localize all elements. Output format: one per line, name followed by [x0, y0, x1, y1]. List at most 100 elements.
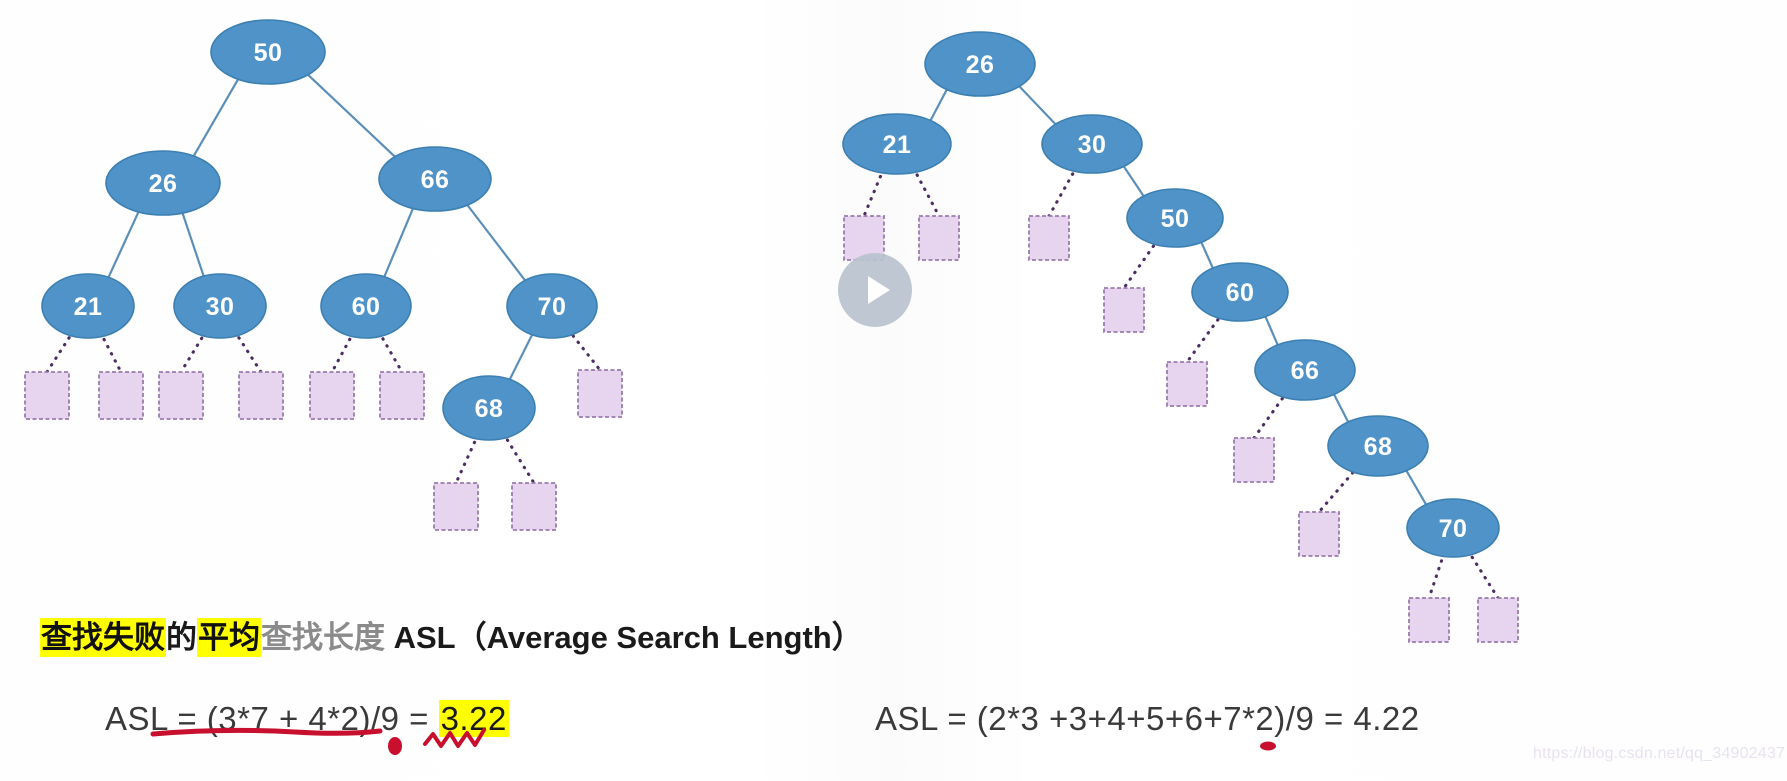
left-node-60[interactable]: 60	[320, 273, 412, 339]
left-dotted-edge-f4	[233, 329, 263, 374]
left-failure-node	[24, 371, 70, 420]
right-node-label-68: 68	[1364, 433, 1393, 461]
left-node-66[interactable]: 66	[378, 146, 492, 212]
left-node-label-60: 60	[352, 293, 381, 321]
left-edge-n66-n60	[382, 204, 416, 280]
left-edge-n50-n66	[302, 69, 400, 162]
left-failure-node	[577, 369, 623, 418]
left-dotted-edge-f3	[179, 329, 208, 374]
right-edge-m50-m60	[1198, 237, 1216, 272]
right-dotted-edge-g9	[1466, 548, 1500, 600]
left-edge-n70-n68	[507, 330, 535, 383]
right-node-label-66: 66	[1291, 357, 1320, 385]
left-dotted-edge-f9	[501, 431, 536, 485]
left-node-26[interactable]: 26	[105, 150, 221, 216]
caption-seg-0: 查找失败	[40, 618, 166, 657]
right-asl-formula: ASL = (2*3 +3+4+5+6+7*2)/9 = 4.22	[875, 700, 1420, 738]
right-node-66[interactable]: 66	[1254, 339, 1356, 401]
right-node-50[interactable]: 50	[1126, 188, 1224, 248]
left-node-68[interactable]: 68	[442, 375, 536, 441]
video-play-button[interactable]	[838, 253, 912, 327]
left-failure-node	[511, 482, 557, 531]
right-dotted-edge-g3	[1047, 165, 1079, 218]
left-node-70[interactable]: 70	[506, 273, 598, 339]
left-failure-node	[433, 482, 479, 531]
right-node-26[interactable]: 26	[924, 31, 1036, 97]
right-asl-expression: ASL = (2*3 +3+4+5+6+7*2)/9 =	[875, 700, 1354, 737]
right-failure-node	[1166, 361, 1208, 407]
right-node-70[interactable]: 70	[1406, 498, 1500, 558]
right-edge-m60-m66	[1262, 312, 1280, 349]
right-node-shape-68	[1327, 415, 1429, 477]
left-dotted-edge-f7	[566, 328, 602, 372]
left-node-label-50: 50	[254, 39, 283, 67]
left-node-shape-26	[105, 150, 221, 216]
right-failure-node	[1408, 597, 1450, 643]
right-dotted-edge-g4	[1122, 238, 1160, 290]
left-asl-formula: ASL = (3*7 + 4*2)/9 = 3.22	[105, 700, 509, 738]
right-node-label-50: 50	[1161, 205, 1190, 233]
caption-seg-4: ASL（Average Search Length）	[385, 620, 863, 655]
left-asl-expression: ASL = (3*7 + 4*2)/9 =	[105, 700, 439, 737]
right-edge-m66-m68	[1330, 389, 1351, 426]
right-edge-m26-m30	[1013, 80, 1060, 129]
right-failure-node	[843, 215, 885, 261]
left-edge-n50-n26	[191, 74, 242, 160]
left-node-shape-50	[210, 19, 326, 85]
left-node-shape-68	[442, 375, 536, 441]
source-watermark: https://blog.csdn.net/qq_34902437	[1533, 745, 1786, 762]
left-dotted-edge-f2	[98, 330, 123, 374]
left-node-50[interactable]: 50	[210, 19, 326, 85]
right-edge-m68-m70	[1403, 465, 1429, 509]
left-dotted-edge-f8	[454, 433, 480, 485]
right-dotted-edge-g6	[1252, 390, 1289, 440]
left-node-label-21: 21	[74, 293, 103, 321]
right-failure-node	[1298, 511, 1340, 557]
caption-seg-1: 的	[166, 620, 197, 655]
right-node-label-30: 30	[1078, 131, 1107, 159]
right-failure-node	[1028, 215, 1070, 261]
left-node-label-30: 30	[206, 293, 235, 321]
right-edge-m26-m21	[927, 83, 951, 125]
right-node-shape-26	[924, 31, 1036, 97]
right-node-30[interactable]: 30	[1041, 114, 1143, 174]
right-failure-node	[1103, 287, 1145, 333]
left-node-shape-30	[173, 273, 267, 339]
left-node-30[interactable]: 30	[173, 273, 267, 339]
right-failure-node	[1477, 597, 1519, 643]
right-node-68[interactable]: 68	[1327, 415, 1429, 477]
right-dotted-edge-g1	[862, 167, 886, 218]
left-node-label-26: 26	[149, 170, 178, 198]
right-node-shape-60	[1191, 262, 1289, 322]
left-failure-node	[379, 371, 425, 420]
right-node-label-60: 60	[1226, 279, 1255, 307]
left-failure-node	[98, 371, 144, 420]
caption-seg-3: 查找长度	[261, 620, 385, 655]
left-dotted-edge-f5	[330, 330, 356, 374]
left-node-shape-21	[41, 273, 135, 339]
left-edge-n66-n70	[463, 200, 529, 285]
left-failure-node	[238, 371, 284, 420]
right-node-shape-50	[1126, 188, 1224, 248]
right-asl-result: 4.22	[1353, 700, 1420, 737]
right-dotted-edge-g2	[911, 166, 941, 218]
left-failure-node	[158, 371, 204, 420]
left-node-21[interactable]: 21	[41, 273, 135, 339]
right-node-label-26: 26	[966, 51, 995, 79]
left-asl-result: 3.22	[438, 700, 509, 737]
right-failure-node	[1233, 437, 1275, 483]
right-node-shape-30	[1041, 114, 1143, 174]
left-node-shape-66	[378, 146, 492, 212]
left-edge-n26-n30	[180, 209, 206, 279]
right-dotted-edge-g5	[1185, 311, 1225, 364]
left-node-label-68: 68	[475, 395, 504, 423]
right-node-shape-66	[1254, 339, 1356, 401]
right-node-60[interactable]: 60	[1191, 262, 1289, 322]
left-node-shape-60	[320, 273, 412, 339]
right-tree-panel: 26 21 30 50 60 66 68 70	[820, 0, 1787, 781]
left-node-shape-70	[506, 273, 598, 339]
play-triangle-icon	[867, 276, 890, 304]
right-dotted-edge-g7	[1317, 465, 1360, 514]
right-node-21[interactable]: 21	[842, 113, 952, 175]
degenerate-bst-diagram: 26 21 30 50 60 66 68 70	[842, 31, 1519, 643]
